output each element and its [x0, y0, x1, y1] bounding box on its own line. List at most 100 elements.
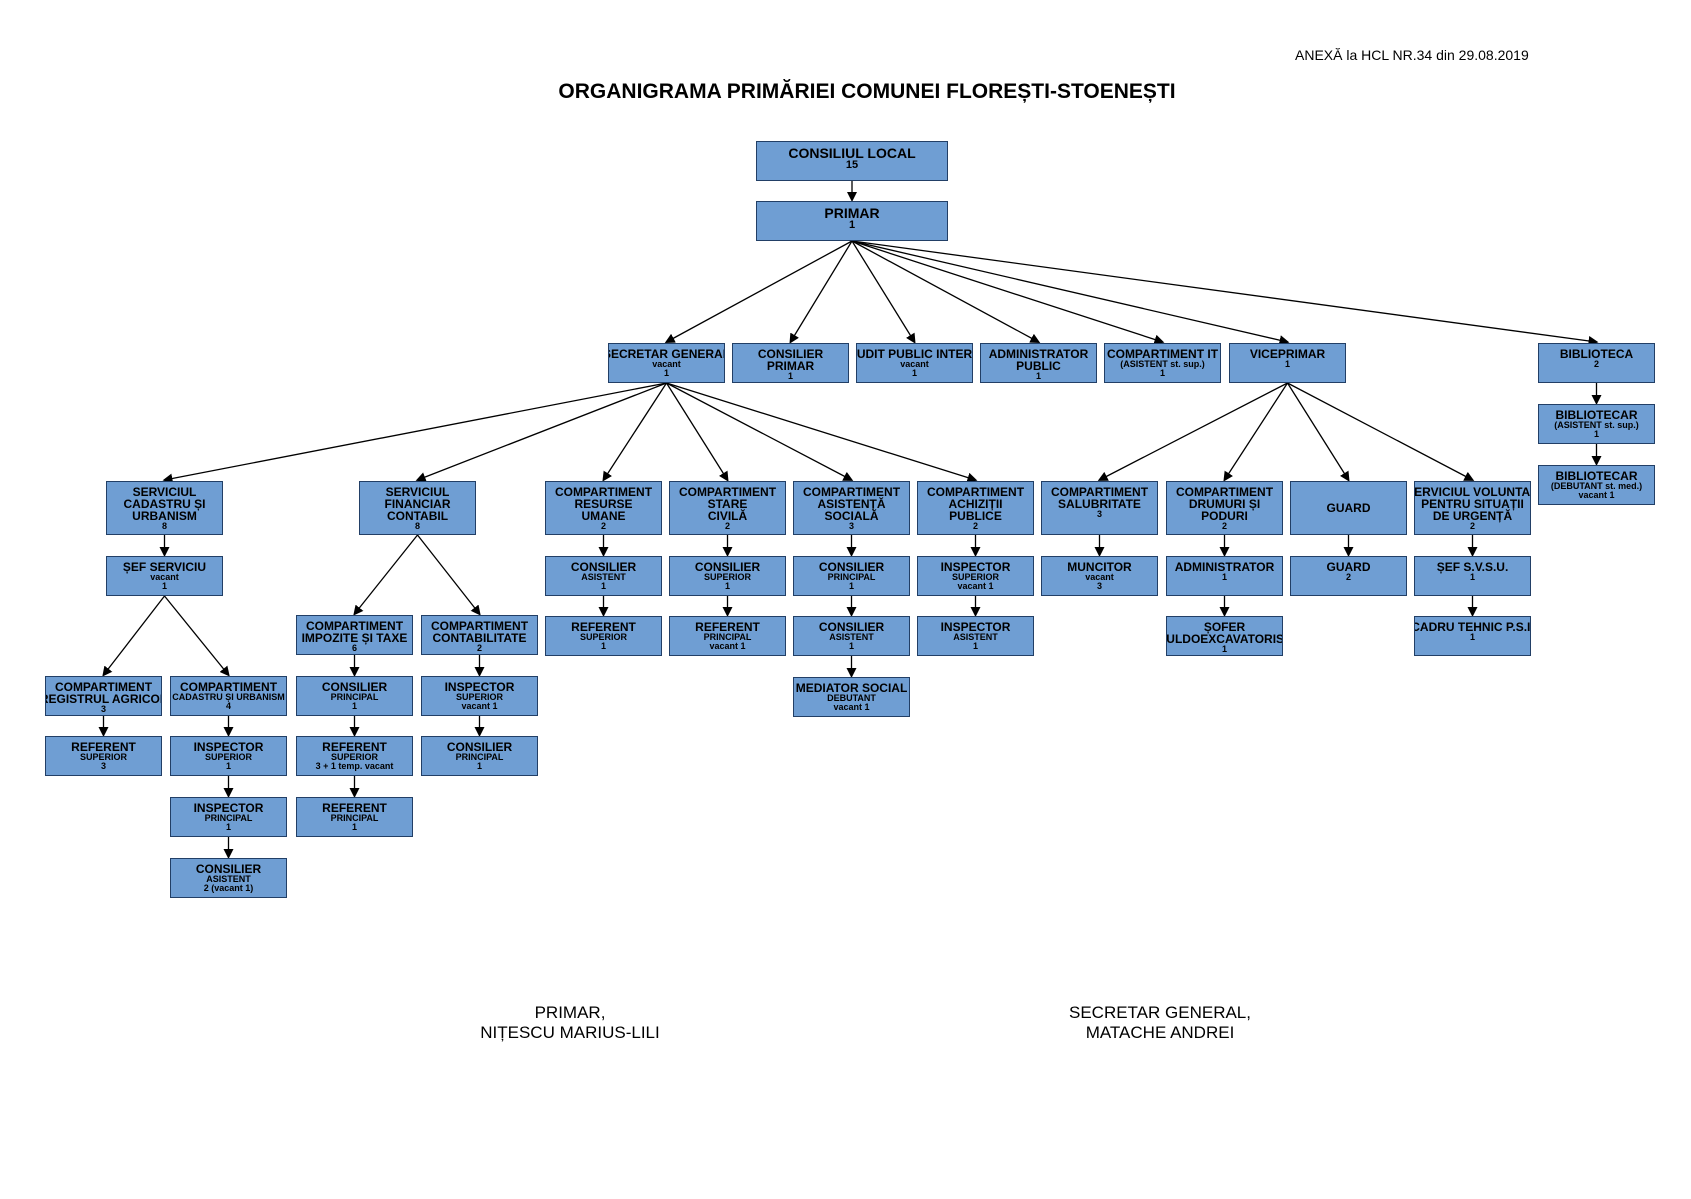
- org-box-detail: 1: [1035, 371, 1041, 381]
- org-box-detail: vacant: [900, 359, 929, 369]
- org-box-label: BIBLIOTECA: [1559, 347, 1634, 361]
- org-box-detail: 1: [161, 581, 167, 591]
- org-box-label: SERVICIUL: [385, 485, 450, 499]
- org-box-label: IMPOZITE ȘI TAXE: [301, 631, 408, 645]
- org-box-label: BULDOEXCAVATORIST: [1166, 632, 1282, 646]
- connector-sef-serviciu-to-comp-registrul-agricol: [102, 595, 166, 677]
- connector-serviciul-financiar-to-comp-impozite-taxe: [353, 534, 419, 616]
- org-box-label: CONSILIER: [446, 740, 513, 754]
- org-box-detail: 2: [1221, 521, 1227, 531]
- org-box-label: ACHIZIȚII: [948, 497, 1003, 511]
- org-box-detail: 3: [100, 761, 106, 771]
- connector-serviciul-financiar-to-comp-contabilitate: [416, 534, 481, 616]
- org-box-label: REFERENT: [695, 620, 760, 634]
- org-box-detail: SUPERIOR: [79, 752, 127, 762]
- org-box-detail: 1: [600, 641, 606, 651]
- org-box-detail: 8: [414, 521, 420, 531]
- org-box-label: ADMINISTRATOR: [988, 347, 1089, 361]
- org-box-label: CONSILIER: [570, 560, 637, 574]
- org-box-bibliotecar-2: BIBLIOTECAR(DEBUTANT st. med.)vacant 1: [1538, 465, 1655, 505]
- org-box-label: GUARD: [1326, 560, 1371, 574]
- org-box-label: FINANCIAR: [384, 497, 451, 511]
- org-box-label: ȘOFER: [1203, 620, 1246, 634]
- org-box-detail: 1: [1221, 644, 1227, 654]
- org-box-bibliotecar-1: BIBLIOTECAR(ASISTENT st. sup.)1: [1538, 404, 1655, 444]
- org-box-label: ASISTENȚĂ: [817, 497, 886, 511]
- org-box-label: BIBLIOTECAR: [1555, 469, 1638, 483]
- org-box-label: INSPECTOR: [940, 620, 1011, 634]
- connector-secretar-general-to-comp-stare-civila: [665, 382, 729, 482]
- org-box-detail: 2: [1593, 359, 1599, 369]
- connector-secretar-general-to-comp-asistenta-sociala: [666, 382, 854, 481]
- org-box-detail: vacant: [1085, 572, 1114, 582]
- org-box-label: CONSILIER: [818, 560, 885, 574]
- org-box-label: CONSILIER: [321, 680, 388, 694]
- connector-primar-to-compartiment-it: [851, 240, 1165, 345]
- org-box-label: ȘEF S.V.S.U.: [1436, 560, 1509, 574]
- org-box-label: REGISTRUL AGRICOL: [45, 692, 162, 706]
- org-box-detail: 1: [787, 371, 793, 381]
- org-box-compartiment-it: COMPARTIMENT IT(ASISTENT st. sup.)1: [1104, 343, 1221, 383]
- org-box-detail: SUPERIOR: [703, 572, 751, 582]
- org-box-detail: 2: [1469, 521, 1475, 531]
- org-box-detail: 2 (vacant 1): [203, 883, 254, 893]
- org-box-label: COMPARTIMENT: [1050, 485, 1149, 499]
- signature-name: NIȚESCU MARIUS-LILI: [480, 1022, 660, 1042]
- signature-primar: PRIMAR, NIȚESCU MARIUS-LILI: [420, 1003, 720, 1042]
- org-box-label: CONTABIL: [386, 509, 449, 523]
- org-box-label: COMPARTIMENT: [554, 485, 653, 499]
- org-box-detail: 2: [724, 521, 730, 531]
- org-box-label: BIBLIOTECAR: [1555, 408, 1638, 422]
- org-box-label: INSPECTOR: [193, 740, 264, 754]
- org-box-label: SOCIALĂ: [824, 509, 879, 523]
- org-box-label: STARE: [707, 497, 748, 511]
- org-box-detail: 1: [1284, 359, 1290, 369]
- org-box-detail: 1: [1593, 429, 1599, 439]
- org-box-detail: 1: [600, 581, 606, 591]
- connector-secretar-general-to-serviciul-financiar: [415, 382, 667, 482]
- connector-primar-to-audit-public-intern: [851, 240, 916, 344]
- org-box-detail: SUPERIOR: [330, 752, 378, 762]
- org-box-label: UMANE: [581, 509, 626, 523]
- signature-name: MATACHE ANDREI: [1085, 1022, 1235, 1042]
- org-box-label: ADMINISTRATOR: [1174, 560, 1275, 574]
- connector-viceprimar-to-guard-1: [1286, 382, 1350, 482]
- org-box-detail: 1: [972, 641, 978, 651]
- connector-viceprimar-to-serviciul-voluntar: [1287, 382, 1475, 481]
- org-box-detail: 1: [848, 641, 854, 651]
- org-box-label: SERVICIUL: [132, 485, 197, 499]
- org-box-detail: PRINCIPAL: [330, 813, 379, 823]
- org-box-detail: (DEBUTANT st. med.): [1550, 481, 1643, 491]
- org-box-detail: 1: [225, 761, 231, 771]
- org-box-detail: 1: [848, 219, 856, 231]
- org-box-label: REFERENT: [322, 740, 387, 754]
- org-box-detail: vacant 1: [1578, 490, 1615, 500]
- org-box-detail: ASISTENT: [953, 632, 998, 642]
- org-box-label: CONSILIER: [694, 560, 761, 574]
- org-box-detail: 1: [1469, 572, 1475, 582]
- org-box-label: INSPECTOR: [193, 801, 264, 815]
- org-box-detail: 2: [476, 643, 482, 653]
- org-box-label: COMPARTIMENT IT: [1106, 347, 1219, 361]
